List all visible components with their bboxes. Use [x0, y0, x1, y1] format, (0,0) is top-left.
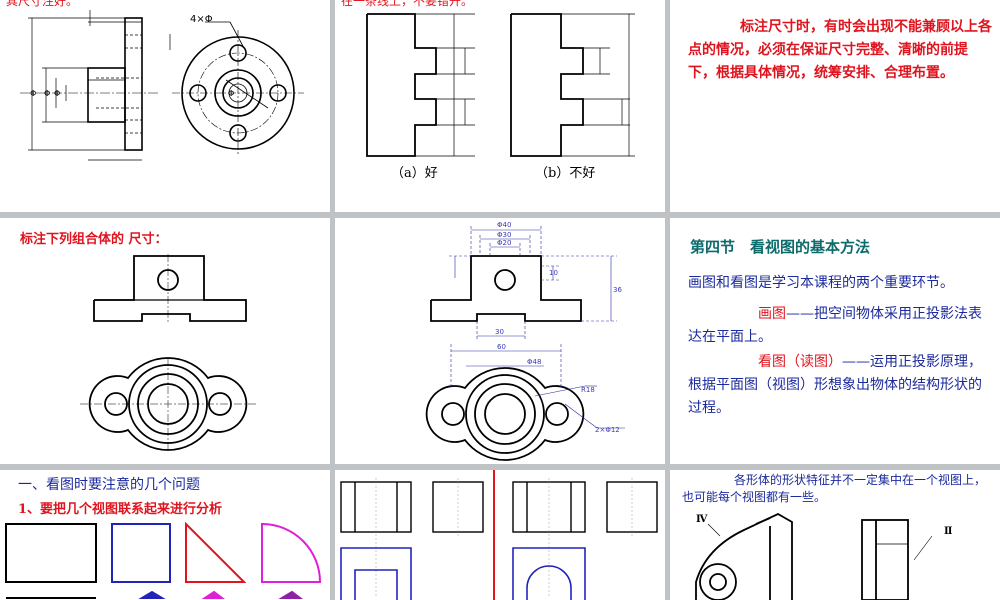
phi-label: Φ — [228, 89, 234, 98]
holes-label: 4×Φ — [190, 14, 213, 25]
dim-36: 36 — [613, 286, 622, 294]
svg-text:Φ: Φ — [30, 89, 36, 98]
section-heading: 第四节 看视图的基本方法 — [690, 238, 871, 256]
paragraph-1: 画图和看图是学习本课程的两个重要环节。 — [688, 275, 954, 291]
dim-10: 10 — [549, 269, 558, 277]
definition-reading: ——运用正投影原理，根据平面图（视图）形想象出物体的结构形状的过程。 — [688, 354, 982, 416]
slide-title: 标注下列组合体的 尺寸： — [20, 232, 168, 247]
dim-phi48: Φ48 — [527, 358, 541, 366]
slide-5[interactable]: Φ40 Φ30 Φ20 10 36 30 60 Φ48 R18 2×Φ12 — [335, 218, 665, 464]
slide-8[interactable] — [335, 470, 665, 600]
dim-phi20: Φ20 — [497, 239, 511, 247]
label-ii: Ⅱ — [944, 526, 952, 537]
dim-60: 60 — [497, 343, 506, 351]
svg-text:Φ: Φ — [54, 89, 60, 98]
label-iv: Ⅳ — [696, 514, 708, 525]
good-bad-drawing — [366, 13, 635, 157]
slide-9[interactable]: 各形体的形状特征并不一定集中在一个视图上，也可能每个视图都有一些。 Ⅳ Ⅱ — [670, 470, 1000, 600]
dimensioned-drawing: Φ40 Φ30 Φ20 10 36 30 60 Φ48 R18 2×Φ12 — [425, 221, 625, 461]
slide-caption: 在一条线上，不要错开。 — [341, 0, 474, 8]
term-reading: 看图（读图） — [758, 354, 842, 370]
views-examples — [5, 521, 322, 599]
dim-phi30: Φ30 — [497, 231, 511, 239]
dim-phi40: Φ40 — [497, 221, 511, 229]
slide-4[interactable]: 标注下列组合体的 尺寸： — [0, 218, 330, 464]
section-heading: 一、看图时要注意的几个问题 — [18, 477, 200, 493]
paragraph-2: 画图——把空间物体采用正投影法表达在平面上。 — [688, 303, 994, 349]
svg-text:Φ: Φ — [44, 89, 50, 98]
label-bad: （b）不好 — [535, 166, 596, 181]
dim-30: 30 — [495, 328, 504, 336]
slide-6[interactable]: 第四节 看视图的基本方法 画图和看图是学习本课程的两个重要环节。 画图——把空间… — [670, 218, 1000, 464]
slide-caption: 其尺寸注好。 — [6, 0, 79, 8]
dim-r18: R18 — [581, 386, 595, 394]
definition-drawing: ——把空间物体采用正投影法表达在平面上。 — [688, 306, 982, 345]
shape-feature-drawing: Ⅳ Ⅱ — [695, 512, 952, 600]
slide-text: 各形体的形状特征并不一定集中在一个视图上，也可能每个视图都有一些。 — [682, 473, 987, 504]
exercise-drawing — [80, 254, 256, 451]
slide-text: 标注尺寸时，有时会出现不能兼顾以上各点的情况，必须在保证尺寸完整、清晰的前提下，… — [688, 19, 992, 81]
slide-2[interactable]: 在一条线上，不要错开。 （a）好 （b）不好 — [335, 0, 665, 212]
term-drawing: 画图 — [758, 306, 786, 322]
subsection-heading: 1、要把几个视图联系起来进行分析 — [18, 502, 223, 517]
slide-3[interactable]: 标注尺寸时，有时会出现不能兼顾以上各点的情况，必须在保证尺寸完整、清晰的前提下，… — [670, 0, 1000, 212]
paragraph-3: 看图（读图）——运用正投影原理，根据平面图（视图）形想象出物体的结构形状的过程。 — [688, 351, 994, 420]
projection-comparison — [340, 470, 658, 600]
label-good: （a）好 — [391, 166, 438, 181]
slide-7[interactable]: 一、看图时要注意的几个问题 1、要把几个视图联系起来进行分析 — [0, 470, 330, 600]
dim-2phi12: 2×Φ12 — [595, 426, 620, 434]
